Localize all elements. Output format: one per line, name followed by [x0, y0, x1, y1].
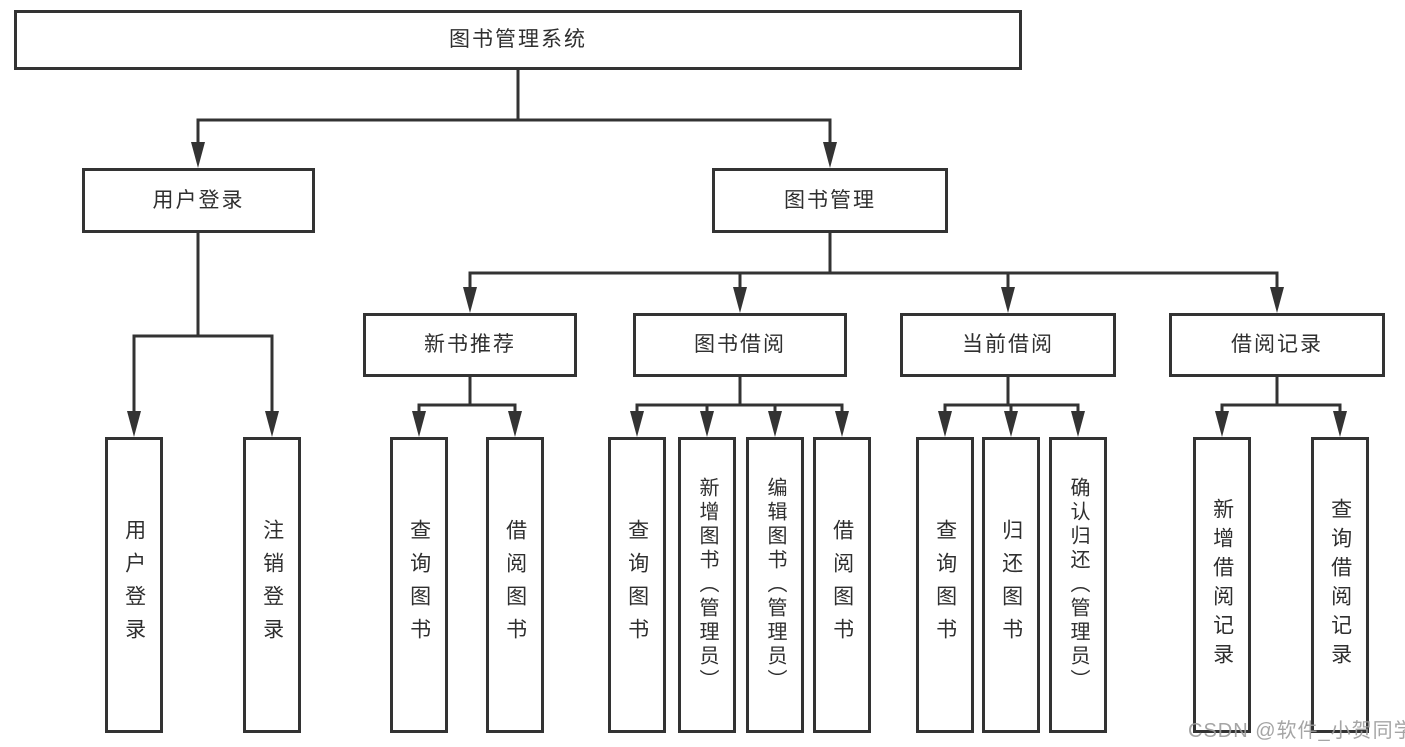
arrow-icon	[1333, 411, 1347, 437]
node-new-book-recommend: 新书推荐	[363, 313, 577, 377]
leaf-add-books-admin: 新增图书（管理员）	[678, 437, 736, 733]
leaf-confirm-return-admin: 确认归还（管理员）	[1049, 437, 1107, 733]
leaf-return-books: 归还图书	[982, 437, 1040, 733]
node-borrow-records: 借阅记录	[1169, 313, 1385, 377]
arrow-icon	[1001, 287, 1015, 313]
arrow-icon	[733, 287, 747, 313]
connector-borrow	[635, 377, 844, 414]
arrow-icon	[508, 411, 522, 437]
arrow-icon	[1004, 411, 1018, 437]
leaf-borrow-books-recommend: 借阅图书	[486, 437, 544, 733]
arrow-icon	[1071, 411, 1085, 437]
node-book-borrow: 图书借阅	[633, 313, 847, 377]
arrowheads	[127, 142, 1347, 437]
node-user-login: 用户登录	[82, 168, 315, 233]
arrow-icon	[768, 411, 782, 437]
leaf-borrow-books: 借阅图书	[813, 437, 871, 733]
arrow-icon	[938, 411, 952, 437]
leaf-query-books-current: 查询图书	[916, 437, 974, 733]
node-book-management: 图书管理	[712, 168, 948, 233]
leaf-user-login: 用户登录	[105, 437, 163, 733]
node-library-management-system: 图书管理系统	[14, 10, 1022, 70]
arrow-icon	[265, 411, 279, 437]
connector-user-login	[132, 233, 274, 414]
leaf-logout: 注销登录	[243, 437, 301, 733]
leaf-add-borrow-record: 新增借阅记录	[1193, 437, 1251, 733]
arrow-icon	[463, 287, 477, 313]
connector-root	[196, 70, 832, 147]
leaf-query-books-recommend: 查询图书	[390, 437, 448, 733]
leaf-edit-books-admin: 编辑图书（管理员）	[746, 437, 804, 733]
arrow-icon	[630, 411, 644, 437]
arrow-icon	[191, 142, 205, 168]
arrow-icon	[1215, 411, 1229, 437]
arrow-icon	[127, 411, 141, 437]
csdn-watermark: CSDN @软件_小贺同学	[1188, 720, 1405, 742]
leaf-query-borrow-record: 查询借阅记录	[1311, 437, 1369, 733]
leaf-query-books-borrow: 查询图书	[608, 437, 666, 733]
connector-new-book	[417, 377, 517, 414]
node-current-borrow: 当前借阅	[900, 313, 1116, 377]
arrow-icon	[823, 142, 837, 168]
connector-records	[1220, 377, 1342, 414]
arrow-icon	[700, 411, 714, 437]
connector-book-mgmt	[468, 233, 1279, 292]
connector-current	[943, 377, 1080, 414]
arrow-icon	[1270, 287, 1284, 313]
arrow-icon	[835, 411, 849, 437]
arrow-icon	[412, 411, 426, 437]
